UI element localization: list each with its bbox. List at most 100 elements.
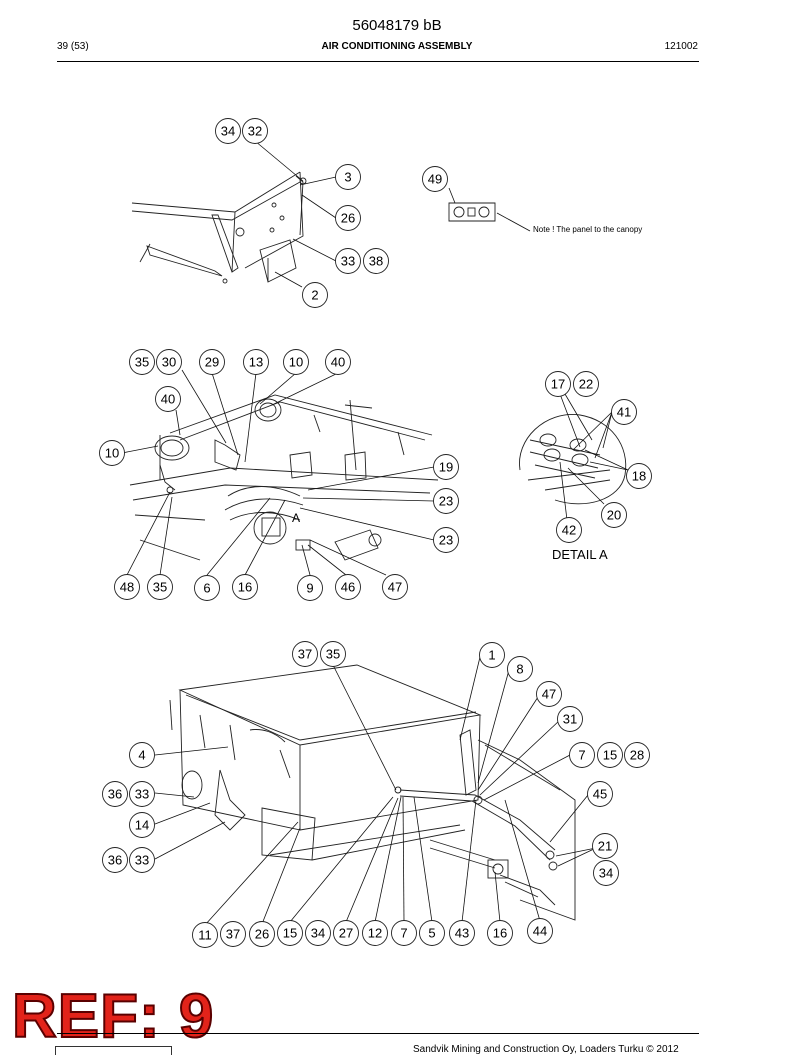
callout-c48: 36 — [102, 847, 128, 873]
callout-c49: 33 — [129, 847, 155, 873]
callout-balloon — [419, 920, 445, 946]
callout-balloon — [102, 781, 128, 807]
callout-number: 10 — [289, 355, 303, 370]
callout-number: 3 — [344, 170, 351, 185]
callout-number: 33 — [135, 787, 149, 802]
callout-number: 38 — [369, 254, 383, 269]
callout-balloon — [557, 706, 583, 732]
callout-balloon — [556, 517, 582, 543]
callout-balloon — [422, 166, 448, 192]
callout-number: 16 — [238, 580, 252, 595]
callout-c62: 44 — [527, 918, 553, 944]
callout-c33: 37 — [292, 641, 318, 667]
callout-balloon — [129, 812, 155, 838]
callout-balloon — [199, 349, 225, 375]
callout-number: 18 — [632, 469, 646, 484]
callout-balloon — [156, 349, 182, 375]
callout-number: 29 — [205, 355, 219, 370]
detail-marker: A — [292, 511, 300, 525]
callout-c42: 28 — [624, 742, 650, 768]
callout-c13: 10 — [283, 349, 309, 375]
callout-number: 40 — [331, 355, 345, 370]
callout-balloon — [114, 574, 140, 600]
callout-number: 19 — [439, 460, 453, 475]
callout-c28: 22 — [573, 371, 599, 397]
callout-c6: 38 — [363, 248, 389, 274]
callout-number: 32 — [248, 124, 262, 139]
callout-balloon — [587, 781, 613, 807]
callout-c15: 40 — [155, 386, 181, 412]
callout-balloon — [335, 205, 361, 231]
callout-balloon — [302, 282, 328, 308]
callout-balloon — [243, 349, 269, 375]
callout-c9: 35 — [129, 349, 155, 375]
top-unit-sketch — [131, 171, 307, 284]
callout-balloon — [242, 118, 268, 144]
callout-number: 26 — [255, 927, 269, 942]
callout-number: 45 — [593, 787, 607, 802]
callout-c44: 33 — [129, 781, 155, 807]
callout-c7: 2 — [302, 282, 328, 308]
callout-balloon — [129, 847, 155, 873]
callout-balloon — [536, 681, 562, 707]
callout-number: 9 — [306, 581, 313, 596]
callout-balloon — [569, 742, 595, 768]
callout-c29: 41 — [611, 399, 637, 425]
callout-c60: 43 — [449, 920, 475, 946]
callout-c45: 45 — [587, 781, 613, 807]
callout-c56: 27 — [333, 920, 359, 946]
callout-balloon — [601, 502, 627, 528]
callout-number: 15 — [603, 748, 617, 763]
callout-number: 41 — [617, 405, 631, 420]
callout-number: 26 — [341, 211, 355, 226]
callout-balloon — [335, 164, 361, 190]
callout-c30: 18 — [626, 463, 652, 489]
callout-c31: 20 — [601, 502, 627, 528]
bottom-unit-sketch — [169, 664, 576, 921]
callout-number: 11 — [198, 928, 212, 943]
callout-balloon — [391, 920, 417, 946]
callout-balloon — [292, 641, 318, 667]
callout-number: 34 — [221, 124, 235, 139]
callout-c52: 37 — [220, 921, 246, 947]
callout-number: 10 — [105, 446, 119, 461]
callout-c5: 33 — [335, 248, 361, 274]
callout-number: 31 — [563, 712, 577, 727]
callout-number: 46 — [341, 580, 355, 595]
callout-number: 48 — [120, 580, 134, 595]
callout-number: 35 — [153, 580, 167, 595]
control-panel-sketch — [448, 202, 496, 222]
ref-stamp: REF: 9 — [11, 982, 215, 1051]
callout-c24: 9 — [297, 575, 323, 601]
callout-balloon — [593, 860, 619, 886]
callout-number: 23 — [439, 494, 453, 509]
middle-unit-sketch — [129, 394, 439, 561]
callout-number: 37 — [298, 647, 312, 662]
callout-balloon — [626, 463, 652, 489]
callout-balloon — [320, 641, 346, 667]
callout-c27: 17 — [545, 371, 571, 397]
callout-number: 12 — [368, 926, 382, 941]
callout-c8: 49 — [422, 166, 448, 192]
callout-number: 36 — [108, 853, 122, 868]
callout-c41: 15 — [597, 742, 623, 768]
callout-c25: 46 — [335, 574, 361, 600]
callout-balloon — [333, 920, 359, 946]
callout-number: 43 — [455, 926, 469, 941]
callout-balloon — [283, 349, 309, 375]
footer-copyright: Sandvik Mining and Construction Oy, Load… — [413, 1044, 679, 1055]
callout-balloon — [232, 574, 258, 600]
callout-number: 2 — [311, 288, 318, 303]
callout-c58: 7 — [391, 920, 417, 946]
callout-balloon — [335, 574, 361, 600]
callout-c59: 5 — [419, 920, 445, 946]
callout-balloon — [487, 920, 513, 946]
callout-balloon — [573, 371, 599, 397]
detail-label: DETAIL A — [552, 547, 608, 562]
callout-number: 44 — [533, 924, 547, 939]
callout-balloon — [99, 440, 125, 466]
note-text: Note ! The panel to the canopy — [533, 225, 643, 234]
callout-c55: 34 — [305, 920, 331, 946]
callout-number: 20 — [607, 508, 621, 523]
callout-number: 35 — [326, 647, 340, 662]
